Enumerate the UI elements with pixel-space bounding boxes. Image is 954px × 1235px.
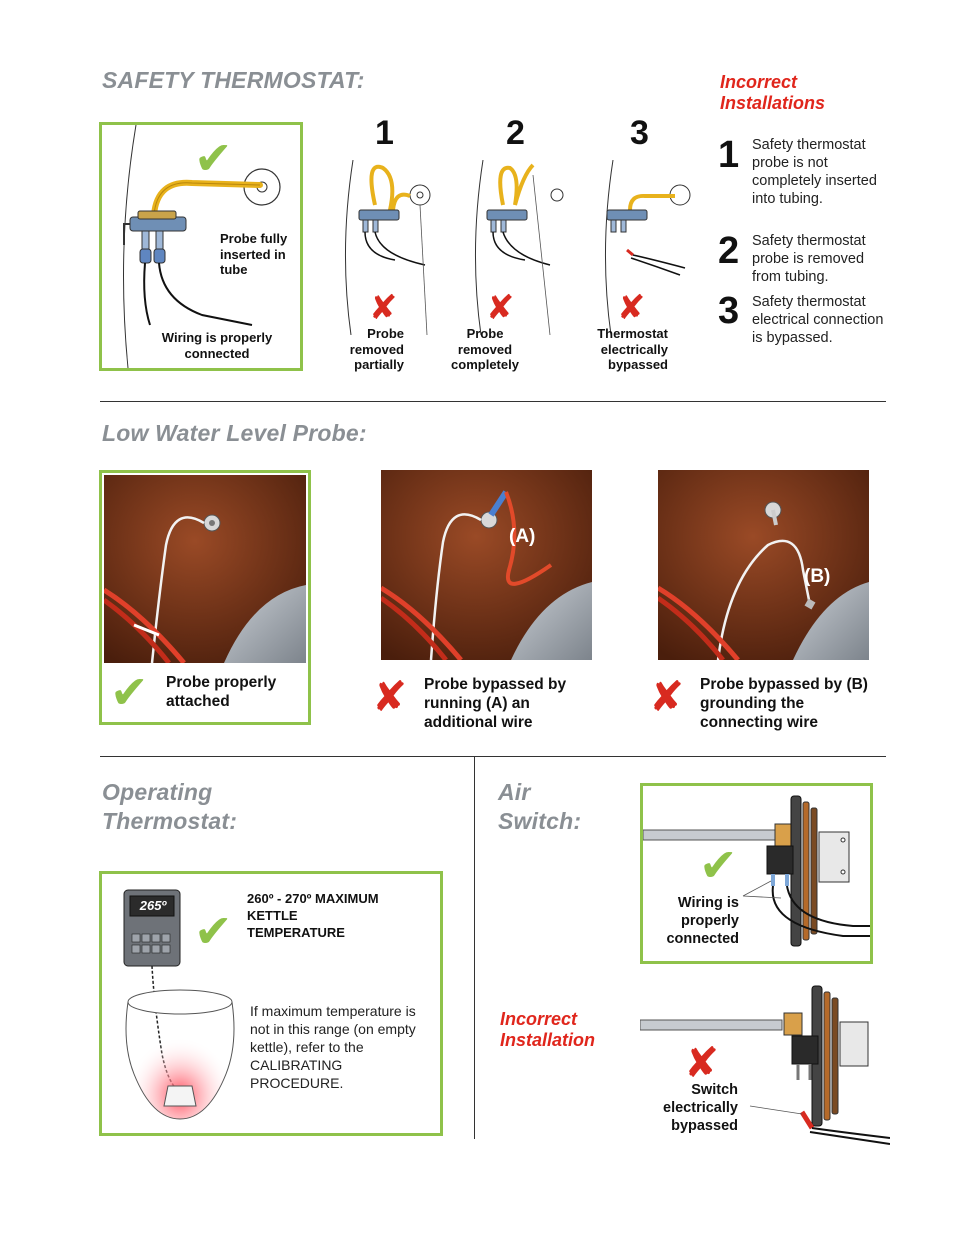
- low-water-correct-panel: ✔ Probe properly attached: [99, 470, 311, 725]
- switch-bypassed-caption: Switch electrically bypassed: [663, 1082, 738, 1134]
- operating-thermostat-panel: 265º ✔ 260º - 270º MAXIMUM KETTLE TEMPER…: [99, 871, 443, 1136]
- air-switch-heading: Air Switch:: [498, 779, 582, 834]
- tag-b: (B): [804, 566, 831, 587]
- air-switch-wiring-caption: Wiring is properly connected: [666, 895, 739, 947]
- case-number-3: 3: [630, 114, 649, 152]
- incorrect-item-text: Safety thermostat probe is not completel…: [752, 137, 877, 207]
- air-switch-correct-illustration: [643, 795, 870, 947]
- temperature-range-label: 260º - 270º MAXIMUM KETTLE TEMPERATURE: [247, 891, 379, 940]
- air-switch-correct-panel: ✔ Wiring is properly connected: [640, 783, 873, 964]
- section-divider: [100, 756, 886, 757]
- probe-properly-attached-caption: Probe properly attached: [166, 674, 277, 710]
- check-icon: ✔: [110, 666, 149, 718]
- air-switch-incorrect-heading: Incorrect Installation: [500, 1009, 596, 1050]
- incorrect-item-number: 2: [718, 230, 740, 272]
- probe-attached-photo: [104, 475, 306, 663]
- x-mark-icon: ✘: [369, 289, 398, 327]
- case-number-2: 2: [506, 114, 525, 152]
- incorrect-item-text: Safety thermostat electrical connection …: [752, 294, 884, 346]
- air-switch-incorrect-illustration: [640, 985, 890, 1145]
- safety-incorrect-illustrations: [344, 160, 691, 335]
- incorrect-installations-heading: Incorrect Installations: [720, 72, 826, 113]
- operating-thermostat-heading: Operating Thermostat:: [102, 779, 238, 834]
- case-1-label: Probe removed partially: [349, 326, 404, 372]
- probe-fully-inserted-label: Probe fully inserted in tube: [220, 231, 288, 277]
- incorrect-item-number: 3: [718, 290, 740, 332]
- incorrect-item-text: Safety thermostat probe is removed from …: [752, 233, 866, 285]
- case-3-label: Thermostat electrically bypassed: [597, 326, 668, 372]
- column-divider: [474, 757, 475, 1139]
- x-mark-icon: ✘: [684, 1039, 720, 1086]
- safety-correct-panel: ✔ Probe fully inserted in tube Wiring is…: [99, 122, 303, 371]
- x-mark-icon: ✘: [486, 289, 515, 327]
- check-icon: ✔: [699, 839, 738, 891]
- x-mark-icon: ✘: [372, 673, 408, 720]
- probe-bypass-a-photo: (A): [381, 470, 592, 660]
- probe-bypass-b-caption: Probe bypassed by (B) grounding the conn…: [700, 676, 868, 731]
- thermostat-display: 265º: [139, 898, 167, 913]
- check-icon: ✔: [194, 132, 233, 184]
- x-mark-icon: ✘: [617, 289, 646, 327]
- probe-bypass-b-photo: (B): [658, 470, 869, 660]
- case-number-1: 1: [375, 114, 394, 152]
- probe-bypass-a-caption: Probe bypassed by running (A) an additio…: [424, 676, 567, 731]
- low-water-heading: Low Water Level Probe:: [102, 420, 367, 446]
- x-mark-icon: ✘: [649, 673, 685, 720]
- calibration-note: If maximum temperature is not in this ra…: [250, 1003, 416, 1091]
- section-divider: [100, 401, 886, 402]
- check-icon: ✔: [194, 905, 233, 957]
- operating-thermostat-illustration: [123, 889, 235, 1120]
- case-2-label: Probe removed completely: [451, 326, 519, 372]
- tag-a: (A): [509, 526, 536, 547]
- incorrect-item-number: 1: [718, 134, 740, 176]
- safety-thermostat-heading: SAFETY THERMOSTAT:: [102, 67, 365, 93]
- wiring-properly-connected-label: Wiring is properly connected: [161, 330, 273, 361]
- safety-correct-illustration: [123, 125, 281, 368]
